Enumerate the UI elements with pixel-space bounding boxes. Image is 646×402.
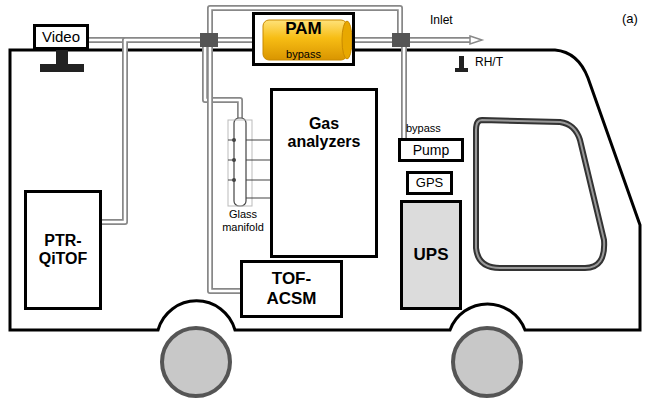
node-title: PAM — [285, 19, 322, 39]
ups-box: UPS — [400, 200, 462, 310]
inlet-label: Inlet — [430, 14, 453, 28]
gps-box: GPS — [406, 171, 453, 195]
manifold-label: Glass manifold — [214, 208, 272, 233]
tube-stroke — [102, 40, 252, 222]
node-title: Gas analyzers — [277, 115, 371, 152]
sensor-label: RH/T — [475, 56, 503, 70]
node-subtitle: bypass — [286, 48, 321, 61]
tube-stroke — [102, 40, 252, 222]
bypass-label: bypass — [406, 122, 441, 135]
van-body — [10, 50, 640, 330]
node-title: Pump — [413, 142, 450, 158]
node-title: UPS — [414, 245, 449, 265]
tee-fitting — [392, 33, 410, 47]
node-title: GPS — [416, 176, 443, 191]
video-box: Video — [33, 24, 89, 50]
gas-analyzer-box: Gas analyzers — [270, 88, 378, 258]
node-title: Video — [42, 28, 80, 45]
rht-sensor — [459, 56, 464, 70]
glass-manifold — [234, 118, 246, 206]
panel-label: (a) — [622, 12, 638, 27]
video-base — [40, 64, 84, 72]
tube-stroke — [210, 40, 252, 291]
wheel — [453, 328, 521, 396]
instrument-box: PTR-QiTOF — [24, 190, 102, 310]
node-title: TOF-ACSM — [257, 269, 327, 308]
inlet-tip — [470, 36, 482, 44]
pam-box: PAM bypass — [252, 12, 355, 66]
tee-fitting — [392, 33, 410, 47]
pump-box: Pump — [398, 138, 464, 162]
pam-cylinder — [263, 20, 347, 60]
instrument-box: TOF-ACSM — [240, 260, 343, 318]
tube-connector — [102, 40, 252, 222]
wheel — [162, 328, 230, 396]
tee-fitting — [200, 33, 218, 47]
van-window — [476, 120, 604, 268]
tube-connector — [210, 40, 252, 291]
tee-fitting — [200, 33, 218, 47]
node-title: PTR-QiTOF — [30, 232, 96, 269]
video-stand — [56, 49, 68, 66]
tube-stroke — [210, 40, 252, 291]
